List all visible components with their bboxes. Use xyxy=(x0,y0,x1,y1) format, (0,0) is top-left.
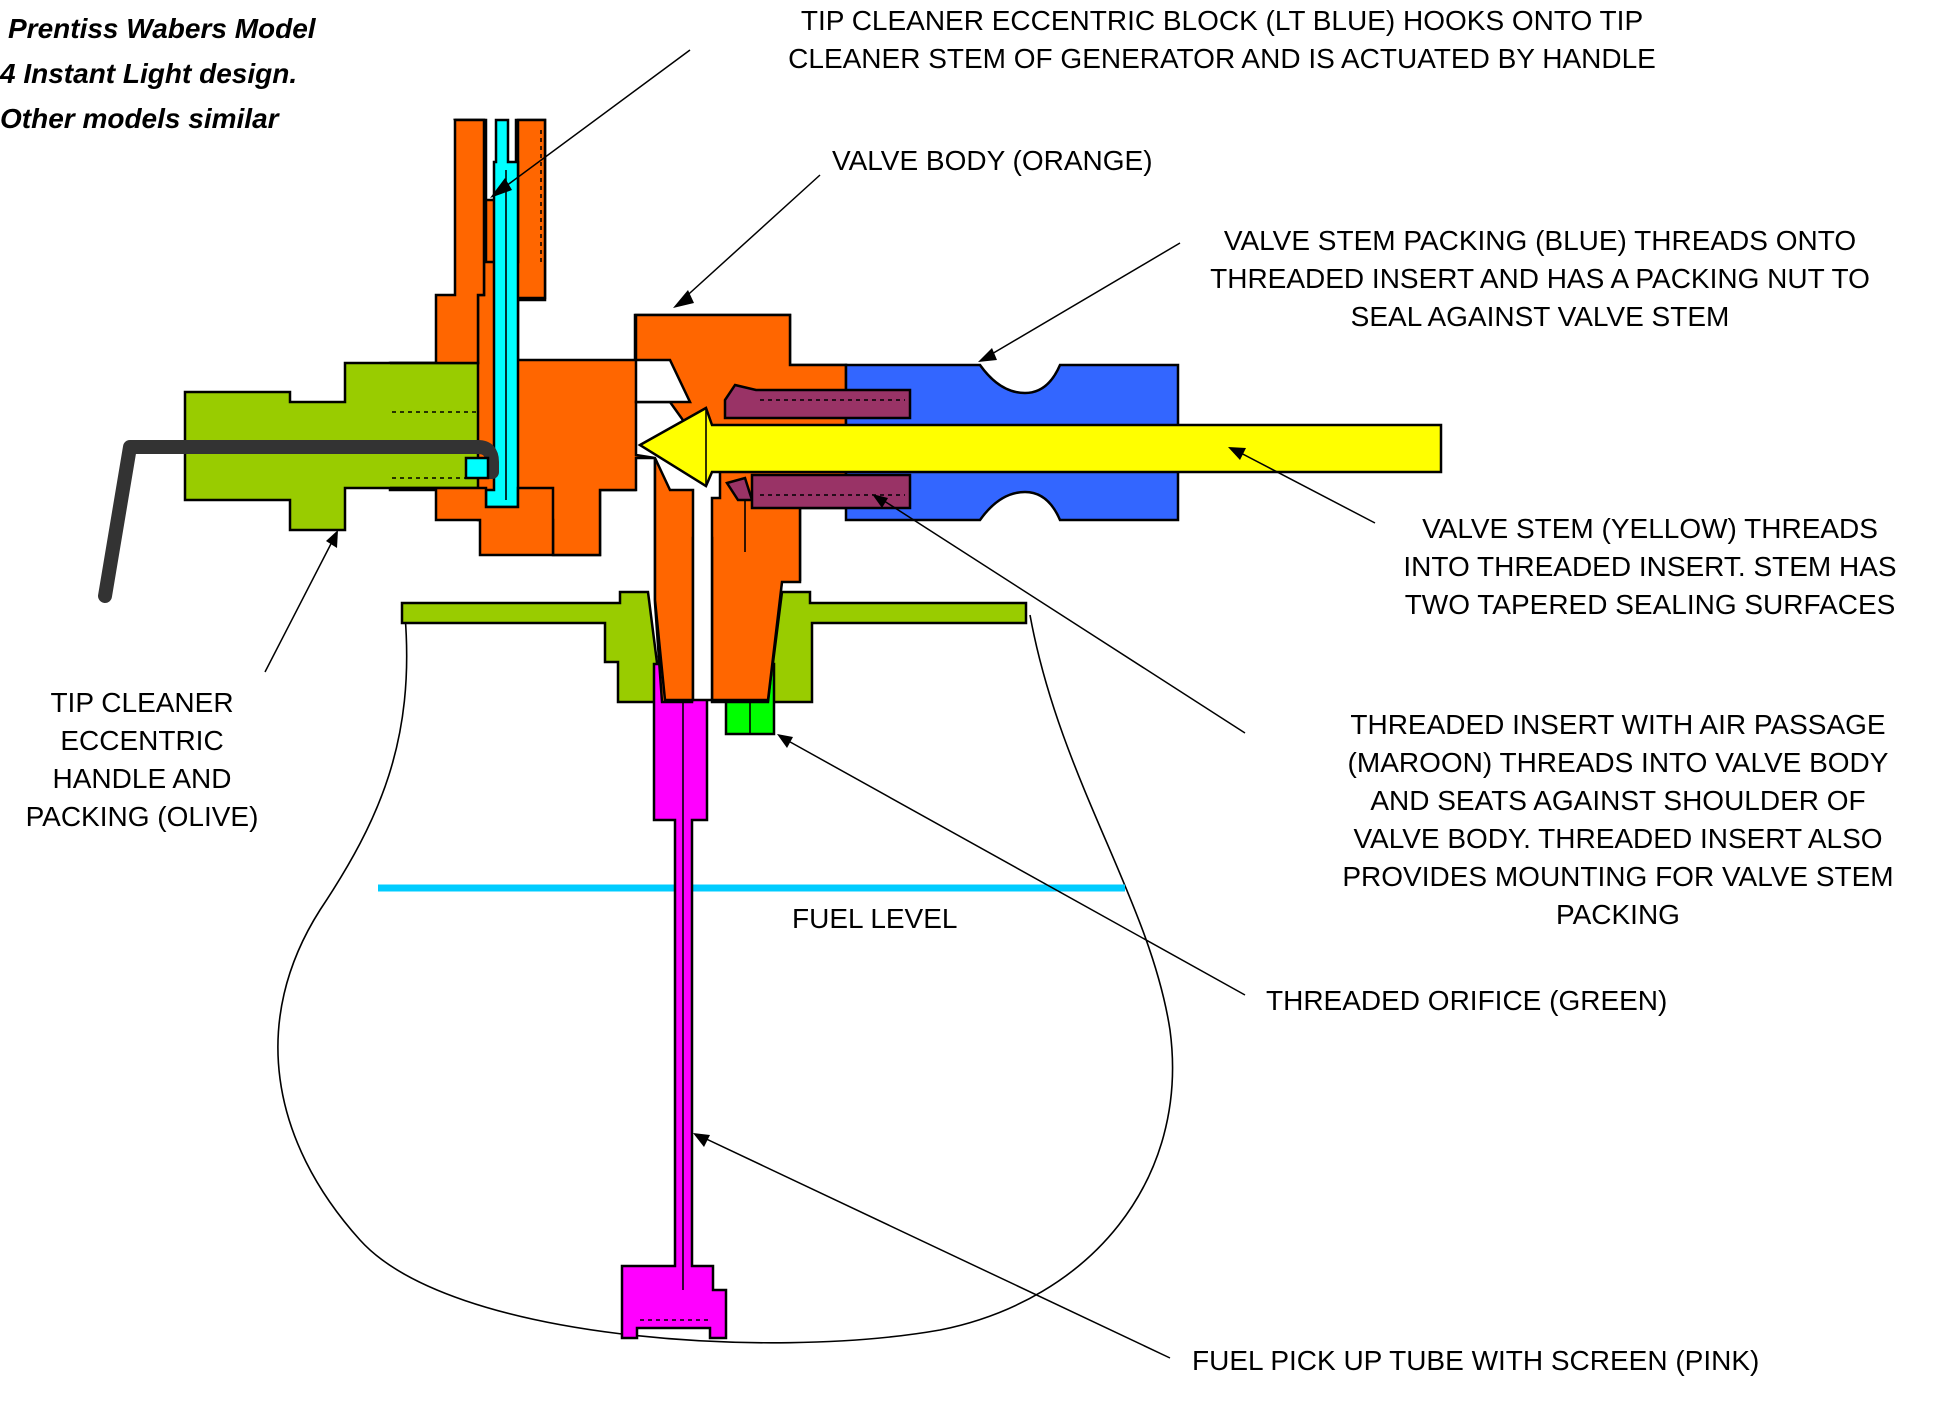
label-threaded-orifice: THREADED ORIFICE (GREEN) xyxy=(1266,985,1667,1016)
svg-text:ECCENTRIC: ECCENTRIC xyxy=(60,725,223,756)
label-threaded-insert: THREADED INSERT WITH AIR PASSAGE (MAROON… xyxy=(1342,709,1893,930)
svg-text:TIP CLEANER ECCENTRIC BLOCK (L: TIP CLEANER ECCENTRIC BLOCK (LT BLUE) HO… xyxy=(801,5,1643,36)
svg-text:SEAL AGAINST VALVE STEM: SEAL AGAINST VALVE STEM xyxy=(1351,301,1730,332)
svg-text:HANDLE AND: HANDLE AND xyxy=(53,763,232,794)
label-valve-body: VALVE BODY (ORANGE) xyxy=(832,145,1153,176)
svg-text:TIP CLEANER: TIP CLEANER xyxy=(50,687,233,718)
font-bowl-outline xyxy=(277,614,1174,1344)
threaded-insert-body xyxy=(750,473,912,510)
title-line-3: Other models similar xyxy=(0,103,281,134)
svg-text:THREADED ORIFICE (GREEN): THREADED ORIFICE (GREEN) xyxy=(1266,985,1667,1016)
valve-body-left-arm xyxy=(390,486,555,557)
olive-mounting-flange-right xyxy=(766,590,1028,704)
threaded-insert-upper xyxy=(723,383,912,420)
tip-cleaner-handle xyxy=(98,440,499,603)
svg-text:THREADED INSERT WITH AIR PASSA: THREADED INSERT WITH AIR PASSAGE xyxy=(1350,709,1885,740)
svg-text:FUEL LEVEL: FUEL LEVEL xyxy=(792,903,957,934)
svg-text:(MAROON) THREADS INTO VALVE BO: (MAROON) THREADS INTO VALVE BODY xyxy=(1348,747,1889,778)
svg-text:VALVE STEM (YELLOW) THREADS: VALVE STEM (YELLOW) THREADS xyxy=(1422,513,1878,544)
tip-cleaner-handle-hook xyxy=(464,456,490,480)
svg-text:THREADED INSERT AND HAS A PAC: THREADED INSERT AND HAS A PACKING NUT TO xyxy=(1210,263,1870,294)
label-valve-stem-packing: VALVE STEM PACKING (BLUE) THREADS ONTO T… xyxy=(1210,225,1870,332)
label-tip-cleaner-handle: TIP CLEANER ECCENTRIC HANDLE AND PACKING… xyxy=(26,687,259,832)
svg-text:TWO TAPERED SEALING SURFACES: TWO TAPERED SEALING SURFACES xyxy=(1405,589,1896,620)
title: Prentiss Wabers Model 4 Instant Light de… xyxy=(0,13,317,134)
olive-mounting-flange xyxy=(400,590,664,704)
svg-text:PACKING (OLIVE): PACKING (OLIVE) xyxy=(26,801,259,832)
valve-stem xyxy=(637,406,1443,488)
svg-text:VALVE STEM PACKING (BLUE) THRE: VALVE STEM PACKING (BLUE) THREADS ONTO xyxy=(1224,225,1856,256)
valve-body-left-lobe xyxy=(390,118,486,365)
label-fuel-pickup: FUEL PICK UP TUBE WITH SCREEN (PINK) xyxy=(1192,1345,1759,1376)
svg-text:FUEL PICK UP TUBE WITH SCREEN: FUEL PICK UP TUBE WITH SCREEN (PINK) xyxy=(1192,1345,1759,1376)
svg-text:PROVIDES MOUNTING FOR VALVE ST: PROVIDES MOUNTING FOR VALVE STEM xyxy=(1342,861,1893,892)
title-line-1: Prentiss Wabers Model xyxy=(8,13,317,44)
svg-text:AND SEATS AGAINST SHOULDER OF: AND SEATS AGAINST SHOULDER OF xyxy=(1370,785,1865,816)
fuel-pickup-tube xyxy=(620,662,728,1340)
label-tip-cleaner-block: TIP CLEANER ECCENTRIC BLOCK (LT BLUE) HO… xyxy=(788,5,1656,74)
label-valve-stem: VALVE STEM (YELLOW) THREADS INTO THREADE… xyxy=(1403,513,1896,620)
svg-text:PACKING: PACKING xyxy=(1556,899,1680,930)
svg-text:VALVE BODY (ORANGE): VALVE BODY (ORANGE) xyxy=(832,145,1153,176)
valve-body-cavity-upper xyxy=(634,358,692,404)
title-line-2: 4 Instant Light design. xyxy=(0,58,297,89)
label-fuel-level: FUEL LEVEL xyxy=(792,903,957,934)
svg-text:INTO THREADED INSERT. STEM HA: INTO THREADED INSERT. STEM HAS xyxy=(1403,551,1896,582)
svg-text:CLEANER STEM OF GENERATOR AND: CLEANER STEM OF GENERATOR AND IS ACTUATE… xyxy=(788,43,1656,74)
svg-text:VALVE BODY. THREADED INSERT A: VALVE BODY. THREADED INSERT ALSO xyxy=(1353,823,1882,854)
leader-lines xyxy=(264,49,1376,1359)
